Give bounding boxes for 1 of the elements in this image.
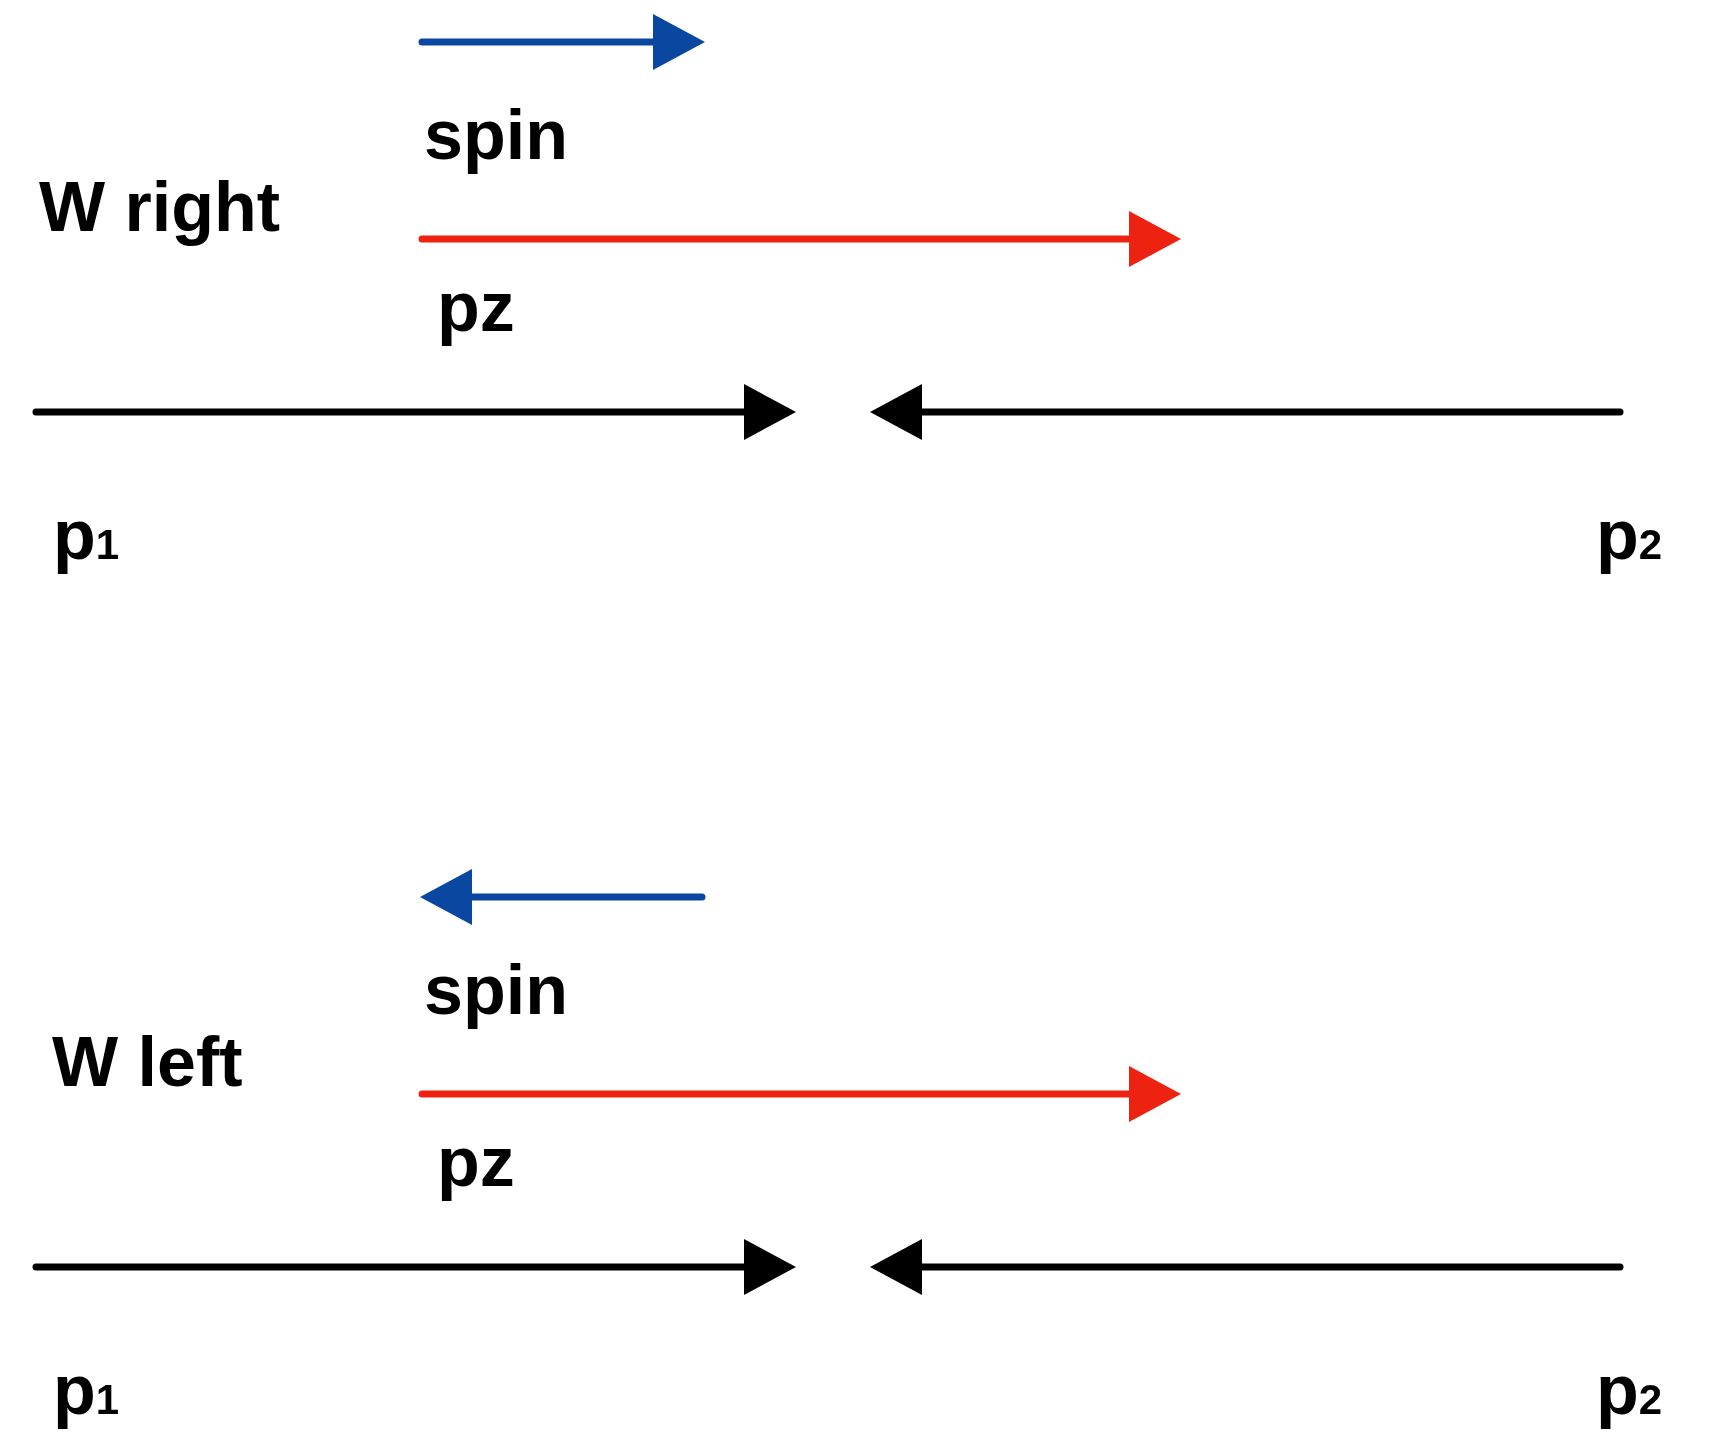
panel-label: W left (52, 1027, 243, 1097)
